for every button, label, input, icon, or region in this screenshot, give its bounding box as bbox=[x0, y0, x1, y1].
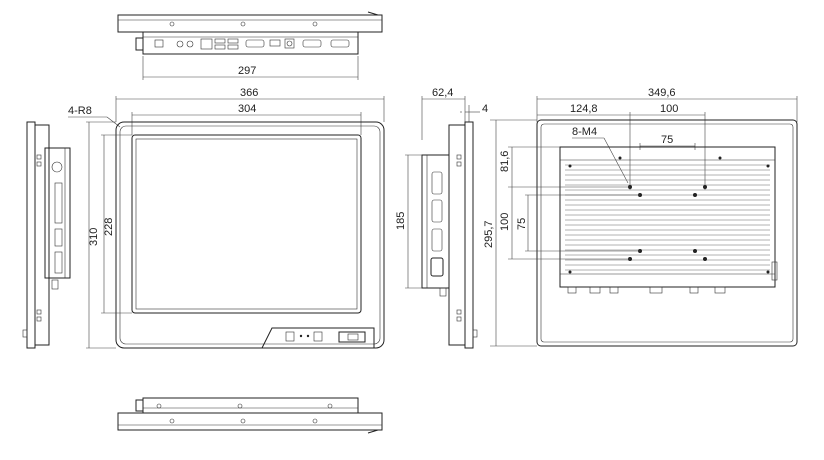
right-side-view: 62,4 4 185 bbox=[395, 87, 488, 349]
dim-228: 228 bbox=[103, 218, 115, 236]
dim-8-m4: 8-M4 bbox=[572, 126, 597, 138]
dim-297: 297 bbox=[238, 65, 256, 77]
left-side-view bbox=[22, 121, 71, 349]
dim-100-x: 100 bbox=[660, 103, 678, 115]
dim-185: 185 bbox=[395, 212, 407, 230]
top-view: 297 bbox=[117, 11, 383, 80]
dim-366: 366 bbox=[240, 87, 258, 99]
front-view: 366 304 4-R8 310 228 bbox=[68, 87, 385, 349]
rear-view: 349,6 124,8 100 75 8-M4 bbox=[483, 87, 798, 347]
dim-81-6: 81,6 bbox=[499, 151, 511, 172]
heatsink-fins bbox=[565, 164, 770, 271]
dim-310: 310 bbox=[88, 228, 100, 246]
dim-75-y: 75 bbox=[516, 218, 528, 230]
dim-295-7: 295,7 bbox=[483, 220, 495, 248]
dim-100-y: 100 bbox=[499, 213, 511, 231]
dim-124-8: 124,8 bbox=[570, 103, 598, 115]
dim-4-r8: 4-R8 bbox=[68, 105, 92, 117]
bottom-view bbox=[117, 397, 383, 434]
dim-349-6: 349,6 bbox=[648, 87, 676, 99]
dim-75-x: 75 bbox=[661, 134, 673, 146]
dim-62-4: 62,4 bbox=[432, 87, 453, 99]
dim-4: 4 bbox=[482, 103, 488, 115]
top-connectors bbox=[154, 38, 350, 50]
dim-304: 304 bbox=[238, 103, 256, 115]
